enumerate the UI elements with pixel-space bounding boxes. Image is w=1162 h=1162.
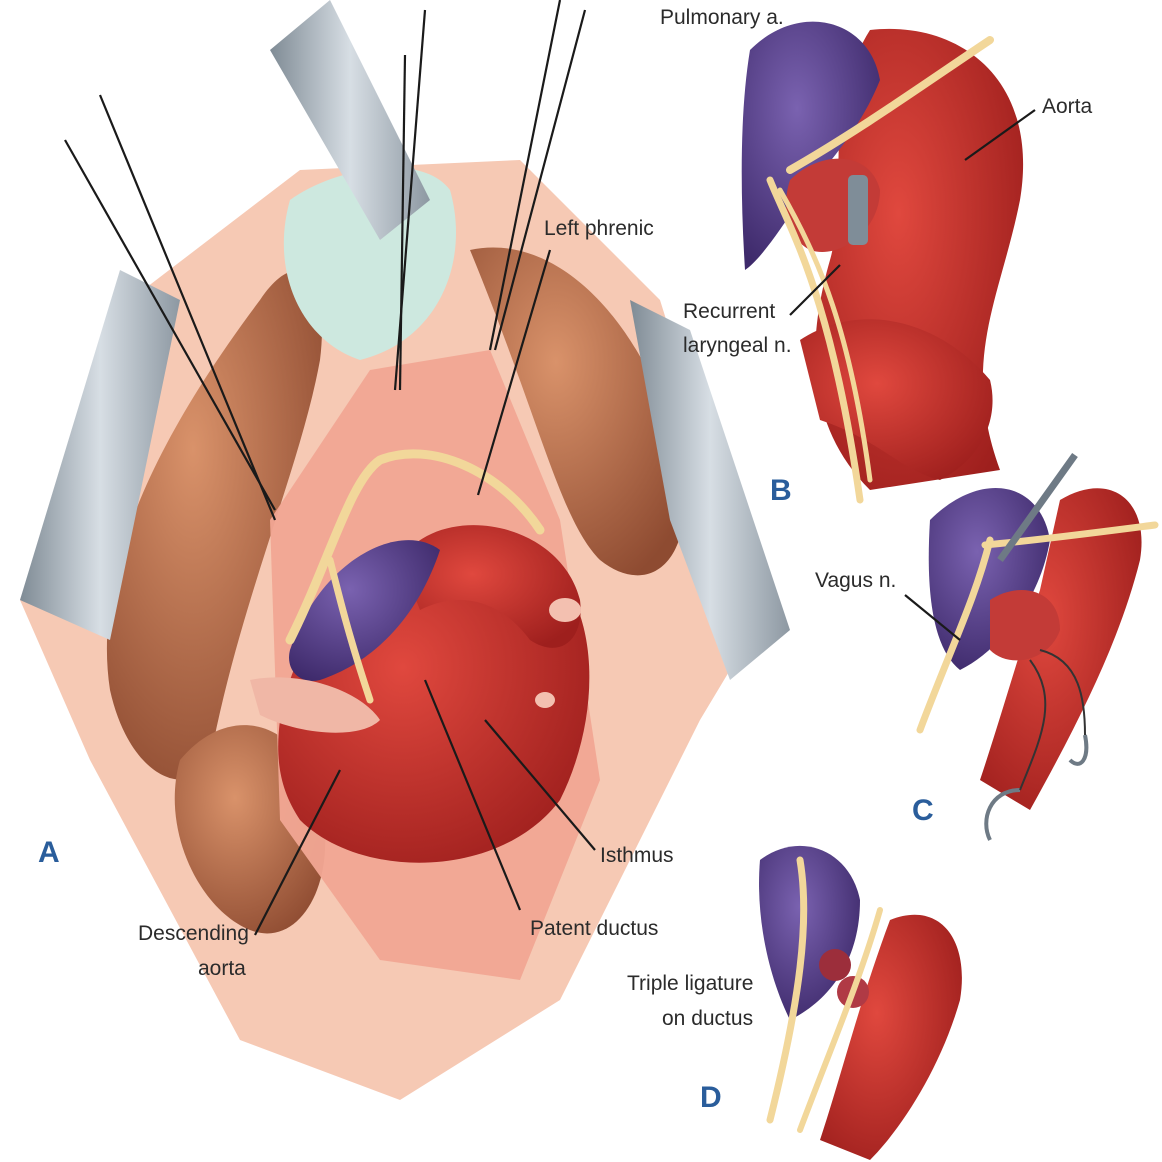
gauze-pack [283, 167, 456, 360]
needle-hook-2 [1068, 734, 1089, 766]
label-aorta: Aorta [1042, 95, 1093, 118]
panel-label-c: C [912, 794, 934, 827]
label-left-phrenic: Left phrenic [544, 217, 654, 240]
suture-6 [493, 9, 587, 351]
needle-hook-1 [984, 788, 1021, 841]
retractor-right [630, 300, 790, 680]
suture-1 [64, 139, 276, 511]
label-recurrent-line2: laryngeal n. [683, 334, 792, 357]
retractor-left [20, 270, 180, 640]
leader-patent-ductus [423, 679, 522, 911]
aortic-arch [400, 525, 581, 648]
label-descending-line2: aorta [198, 957, 246, 980]
panel-c-scene [916, 452, 1159, 841]
aorta-c [980, 488, 1142, 810]
panel-label-a: A [38, 836, 60, 869]
label-patent-ductus: Patent ductus [530, 917, 658, 940]
pulmonary-artery [289, 540, 440, 681]
nerve-d [766, 856, 808, 1124]
recurrent-nerve-b2 [777, 187, 873, 483]
panel-b-scene [741, 21, 1024, 504]
suture-5 [488, 0, 562, 351]
suture-4 [398, 54, 407, 391]
panel-label-d: D [700, 1081, 722, 1114]
aorta-d [820, 914, 962, 1160]
leader-vagus [904, 594, 961, 641]
forceps-c [997, 452, 1078, 563]
panel-label-b: B [770, 474, 792, 507]
intercostal-vessel-2 [535, 692, 555, 708]
nerve-branch-a [326, 556, 374, 704]
label-isthmus: Isthmus [600, 844, 674, 867]
ductus-c [990, 590, 1060, 661]
intercostal-vessel-1 [549, 598, 581, 622]
nerve-b [786, 36, 994, 174]
label-recurrent-line1: Recurrent [683, 300, 775, 323]
panel-d-scene [759, 845, 962, 1160]
nerve-c-horizontal [981, 521, 1159, 549]
retractor-top [270, 0, 430, 240]
leader-aorta [964, 109, 1036, 161]
pulmonary-b [741, 21, 880, 271]
recurrent-nerve-b [766, 176, 864, 504]
panel-a-scene [20, 0, 790, 1100]
ligature-knot-1 [819, 949, 851, 981]
lung-left [106, 271, 322, 780]
vagus-nerve-c [916, 536, 994, 734]
lung-right [470, 247, 685, 576]
leader-descending [254, 769, 341, 936]
label-pulmonary-a: Pulmonary a. [660, 6, 784, 29]
nerve-d-2 [797, 907, 883, 1133]
label-triple-line2: on ductus [662, 1007, 753, 1030]
vagus-nerve-a [285, 449, 545, 645]
leader-isthmus [484, 719, 596, 851]
clip-b [848, 175, 868, 245]
leader-recurrent [789, 264, 841, 316]
label-vagus: Vagus n. [815, 569, 896, 592]
label-descending-line1: Descending [138, 922, 249, 945]
leader-left-phrenic [476, 249, 552, 496]
suture-2 [98, 94, 277, 521]
label-triple-line1: Triple ligature [627, 972, 753, 995]
esophagus [250, 677, 380, 733]
suture-thread-c [1019, 649, 1086, 791]
